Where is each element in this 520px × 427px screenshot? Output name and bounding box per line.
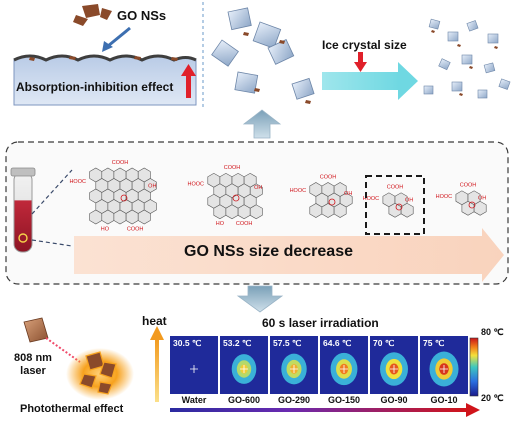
panel-temperature: 53.2 ℃ [223, 338, 252, 348]
laser-wavelength-label: 808 nm [14, 352, 52, 364]
functional-group-label: COOH [320, 174, 337, 180]
zoom-line-top [31, 169, 73, 215]
graphene-hexagon [137, 209, 151, 225]
laser-beam [45, 337, 81, 363]
panel-temperature: 70 ℃ [373, 338, 395, 348]
crosshair-icon [190, 365, 198, 373]
crosshair-icon [440, 365, 448, 373]
functional-group-label: COOH [387, 185, 404, 191]
functional-group-label: COOH [460, 183, 477, 189]
functional-group-label: COOH [112, 160, 129, 166]
functional-group-label: COOH [127, 226, 144, 232]
bottom-gradient-arrow-head [466, 403, 480, 417]
epoxy-ring [395, 203, 403, 211]
crosshair-icon [240, 365, 248, 373]
functional-group-label: HOOC [290, 188, 307, 194]
bottom-gradient-arrow-shaft [170, 408, 466, 412]
panel-temperature: 75 ℃ [423, 338, 445, 348]
ice-size-down-arrow-head [354, 62, 367, 72]
functional-group-label: HOOC [363, 196, 380, 202]
functional-group-label: COOH [224, 165, 241, 171]
panel-temperature: 57.5 ℃ [273, 338, 302, 348]
epoxy-ring [120, 194, 128, 202]
size-decrease-arrow [74, 228, 504, 282]
functional-group-label: OH [148, 183, 156, 189]
panel-sample-name: GO-10 [430, 395, 458, 405]
functional-group-label: HO [216, 221, 225, 227]
ice-crystals-small [423, 18, 511, 99]
crosshair-icon [390, 365, 398, 373]
laser-device [23, 317, 49, 343]
size-decrease-label: GO NSs size decrease [184, 243, 353, 260]
thermal-panels [170, 336, 468, 394]
functional-group-label: OH [344, 191, 352, 197]
photothermal-flakes [79, 351, 117, 395]
panel-sample-name: GO-290 [277, 395, 310, 405]
go-nss-flakes [29, 4, 178, 61]
functional-group-label: HO [101, 226, 110, 232]
go-nss-pointer-arrow [107, 26, 131, 48]
epoxy-ring [232, 194, 240, 202]
functional-group-label: HOOC [436, 194, 453, 200]
go-nss-pointer-arrowhead [102, 41, 113, 52]
panel-temperature: 64.6 ℃ [323, 338, 352, 348]
ice-size-down-arrow-shaft [358, 52, 363, 64]
epoxy-ring [328, 198, 336, 206]
panel-sample-name: Water [181, 395, 207, 405]
selection-box [365, 175, 425, 235]
graphene-hexagon [249, 204, 263, 220]
up-arrow [242, 109, 282, 139]
crystal-go-flakes [243, 30, 498, 104]
temperature-colorbar [469, 337, 479, 397]
crosshair-icon [340, 365, 348, 373]
functional-group-label: HOOC [188, 182, 205, 188]
laser-word-label: laser [20, 365, 46, 377]
functional-group-label: HOOC [69, 179, 86, 185]
ice-size-arrow-head [398, 62, 418, 100]
functional-group-label: OH [254, 185, 262, 191]
absorption-effect-label: Absorption-inhibition effect [16, 80, 174, 94]
effect-up-arrow-shaft [186, 74, 191, 98]
functional-group-label: COOH [236, 221, 253, 227]
effect-up-arrow-head [181, 64, 196, 76]
panel-sample-name: GO-600 [227, 395, 260, 405]
graphene-hexagon [473, 200, 487, 216]
heat-arrow-head [150, 326, 164, 340]
ice-crystal-size-label: Ice crystal size [322, 38, 407, 52]
panel-sample-name: GO-150 [327, 395, 360, 405]
heat-arrow-shaft [155, 338, 159, 402]
photothermal-label: Photothermal effect [20, 403, 124, 415]
graphene-hexagon [400, 202, 414, 218]
heat-label: heat [142, 314, 167, 328]
colorbar-min-label: 20 ℃ [481, 393, 504, 403]
functional-group-label: OH [478, 196, 486, 202]
go-nss-label: GO NSs [117, 8, 167, 23]
ice-size-arrow-shaft [322, 72, 400, 90]
go-nss-sheets: HOOC COOH OH HO COOH HOOC COOH OH HO COOH HOOC COOH… [69, 160, 487, 232]
test-tube [10, 167, 36, 253]
functional-group-label: OH [405, 198, 413, 204]
panel-sample-name: GO-90 [380, 395, 408, 405]
irradiation-title: 60 s laser irradiation [262, 316, 379, 330]
graphene-hexagon [333, 203, 347, 218]
colorbar-max-label: 80 ℃ [481, 327, 504, 337]
panel-temperature: 30.5 ℃ [173, 338, 202, 348]
crosshair-icon [290, 365, 298, 373]
ice-crystals-large [211, 7, 315, 100]
down-arrow [236, 285, 284, 313]
epoxy-ring [468, 201, 476, 209]
